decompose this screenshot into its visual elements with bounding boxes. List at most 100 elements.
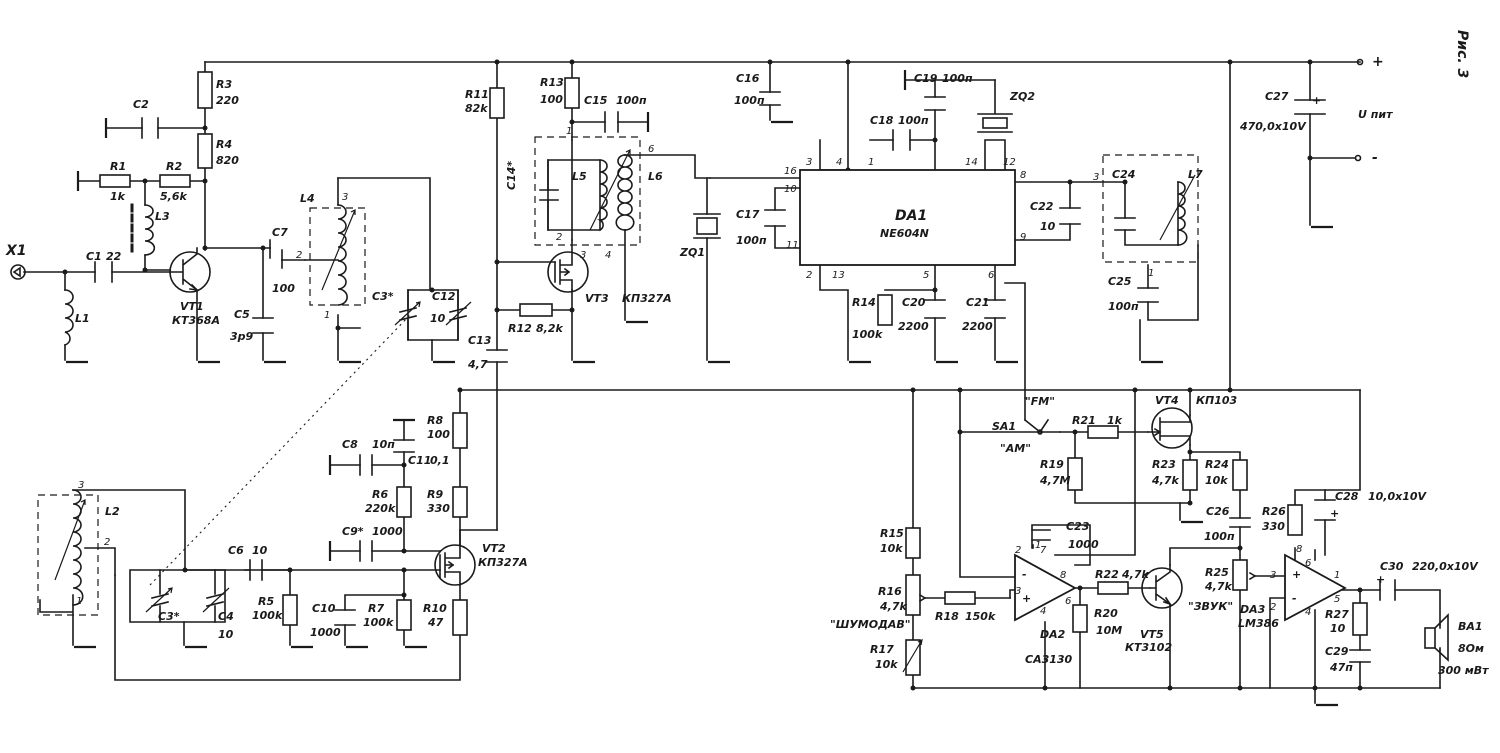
c6-name: C6 bbox=[228, 544, 244, 557]
c15-value: 100п bbox=[616, 94, 647, 107]
svg-text:-: - bbox=[1292, 592, 1297, 605]
svg-text:3: 3 bbox=[1015, 586, 1021, 597]
power-label: U пит bbox=[1358, 108, 1393, 121]
l7-label: L7 bbox=[1188, 168, 1203, 181]
inductor-coils bbox=[37, 136, 1199, 616]
r15-name: R15 bbox=[880, 527, 904, 540]
r20-name: R20 bbox=[1094, 607, 1118, 620]
r7-name: R7 bbox=[368, 602, 384, 615]
c8-value: 10п bbox=[372, 438, 395, 451]
r12-name: R12 bbox=[508, 322, 532, 335]
svg-text:4: 4 bbox=[1040, 606, 1046, 617]
c30-value: 220,0х10V bbox=[1412, 560, 1479, 573]
shumodav-label: "ШУМОДАВ" bbox=[830, 618, 911, 631]
r6-value: 220k bbox=[365, 502, 396, 515]
r6-name: R6 bbox=[372, 488, 388, 501]
svg-text:1: 1 bbox=[76, 596, 82, 607]
svg-text:1: 1 bbox=[868, 157, 874, 168]
r17-name: R17 bbox=[870, 643, 894, 656]
r2-name: R2 bbox=[166, 160, 182, 173]
c17-name: C17 bbox=[736, 208, 760, 221]
l1-label: L1 bbox=[75, 312, 90, 325]
vt3-part: КП327А bbox=[622, 292, 672, 305]
r2-value: 5,6k bbox=[160, 190, 187, 203]
svg-text:13: 13 bbox=[832, 270, 845, 281]
r22-name: R22 bbox=[1095, 568, 1119, 581]
da2-part: CA3130 bbox=[1025, 653, 1073, 666]
c7-name: C7 bbox=[272, 226, 288, 239]
svg-text:+: + bbox=[1292, 568, 1301, 581]
svg-text:2: 2 bbox=[806, 270, 812, 281]
c9-name: C9* bbox=[342, 525, 364, 538]
svg-text:2: 2 bbox=[1015, 545, 1021, 556]
c23-name: C23 bbox=[1066, 520, 1090, 533]
c17-value: 100п bbox=[736, 234, 767, 247]
svg-text:8: 8 bbox=[1296, 544, 1302, 555]
c4-name: C4 bbox=[218, 610, 234, 623]
da2-body bbox=[1014, 553, 1077, 622]
r22-value: 4,7k bbox=[1121, 568, 1149, 581]
da3-part: LM386 bbox=[1238, 617, 1279, 630]
vt2-name: VT2 bbox=[482, 542, 506, 555]
c13-value: 4,7 bbox=[467, 358, 488, 371]
svg-text:5: 5 bbox=[1334, 594, 1340, 605]
svg-text:+: + bbox=[1022, 592, 1031, 605]
svg-text:3: 3 bbox=[78, 480, 84, 491]
c1-value: 22 bbox=[106, 250, 122, 263]
c4-value: 10 bbox=[218, 628, 234, 641]
l2-label: L2 bbox=[105, 505, 120, 518]
c25-value: 100п bbox=[1108, 300, 1139, 313]
c25-name: C25 bbox=[1108, 275, 1132, 288]
resistor-bodies bbox=[99, 71, 1368, 676]
c30-name: C30 bbox=[1380, 560, 1404, 573]
svg-text:-: - bbox=[1022, 568, 1027, 581]
zq2-label: ZQ2 bbox=[1009, 90, 1035, 103]
svg-text:8: 8 bbox=[1060, 570, 1066, 581]
zq1-label: ZQ1 bbox=[679, 246, 705, 259]
c11-value: 0,1 bbox=[430, 454, 450, 467]
vt1-part: КТ368А bbox=[172, 314, 220, 327]
c13-name: C13 bbox=[468, 334, 492, 347]
ic-symbols: - + + - bbox=[799, 169, 1347, 622]
potentiometer-wipers bbox=[902, 571, 1257, 673]
r10-value: 47 bbox=[427, 616, 444, 629]
ba1-impedance: 8Ом bbox=[1458, 642, 1484, 655]
r1-name: R1 bbox=[110, 160, 126, 173]
svg-text:1: 1 bbox=[1035, 540, 1041, 551]
c28-value: 10,0х10V bbox=[1368, 490, 1428, 503]
svg-text:2: 2 bbox=[296, 250, 302, 261]
c3-top-name: C3* bbox=[372, 290, 394, 303]
ba1-power: 300 мВт bbox=[1438, 664, 1489, 677]
svg-text:10: 10 bbox=[784, 184, 797, 195]
r12-value: 8,2k bbox=[536, 322, 563, 335]
c24-name: C24 bbox=[1112, 168, 1135, 181]
r13-value: 100 bbox=[540, 93, 563, 106]
svg-text:4: 4 bbox=[605, 250, 611, 261]
da2-name: DA2 bbox=[1040, 628, 1066, 641]
x1-label: X1 bbox=[5, 243, 27, 259]
supply-terminals bbox=[1354, 58, 1364, 162]
r24-value: 10k bbox=[1205, 474, 1228, 487]
speaker-ba1 bbox=[1424, 613, 1449, 662]
svg-text:+: + bbox=[1330, 507, 1339, 520]
c15-name: C15 bbox=[584, 94, 608, 107]
sa1-fm: "FM" bbox=[1025, 395, 1055, 408]
r27-value: 10 bbox=[1330, 622, 1346, 635]
r26-name: R26 bbox=[1262, 505, 1286, 518]
c26-value: 100п bbox=[1204, 530, 1235, 543]
c22-value: 10 bbox=[1040, 220, 1056, 233]
ba1-label: BA1 bbox=[1458, 620, 1483, 633]
vt4-part: КП103 bbox=[1196, 394, 1238, 407]
svg-text:+: + bbox=[1312, 94, 1321, 107]
r10-name: R10 bbox=[423, 602, 447, 615]
r13-name: R13 bbox=[540, 76, 564, 89]
r14-name: R14 bbox=[852, 296, 876, 309]
r19-value: 4,7М bbox=[1039, 474, 1070, 487]
r17-value: 10k bbox=[875, 658, 898, 671]
vt1-name: VT1 bbox=[180, 300, 204, 313]
da3-body bbox=[1284, 553, 1347, 622]
c6-value: 10 bbox=[252, 544, 268, 557]
transistor-symbols bbox=[169, 239, 1193, 609]
